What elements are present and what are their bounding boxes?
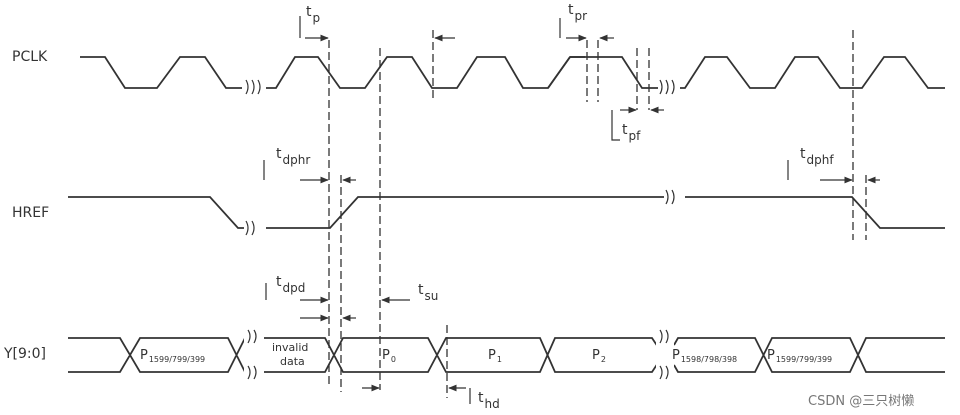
data-cell-p2: P2 [592, 348, 606, 364]
data-cell-p1599-end: P1599/799/399 [767, 348, 832, 364]
data-cell-p1598: P1598/798/398 [672, 348, 737, 364]
data-cell-p1: P1 [488, 348, 502, 364]
data-cell-p1599: P1599/799/399 [140, 348, 205, 364]
tp-label: tp [306, 4, 320, 25]
data-cell-p0: P0 [382, 348, 396, 364]
invalid-data-line1: invalid [272, 341, 308, 354]
pclk-wave [80, 56, 945, 89]
y-data-bus [68, 337, 945, 373]
pclk-label: PCLK [12, 49, 48, 65]
watermark: CSDN @三只树懒 [808, 394, 914, 409]
break-marks [244, 79, 682, 380]
invalid-data-line2: data [280, 355, 305, 368]
guide-lines [328, 30, 867, 398]
href-wave [68, 196, 945, 229]
tdphr-label: tdphr [276, 146, 310, 167]
label-leaders [263, 16, 789, 300]
y-bus-label: Y[9:0] [3, 346, 46, 362]
thd-label: thd [478, 390, 500, 411]
tsu-label: tsu [418, 282, 438, 303]
tpr-label: tpr [568, 2, 587, 23]
tdphf-label: tdphf [800, 146, 834, 167]
href-label: HREF [12, 205, 49, 221]
tpf-label: tpf [622, 122, 641, 143]
tdpd-label: tdpd [276, 274, 305, 295]
timing-arrows [300, 34, 880, 392]
